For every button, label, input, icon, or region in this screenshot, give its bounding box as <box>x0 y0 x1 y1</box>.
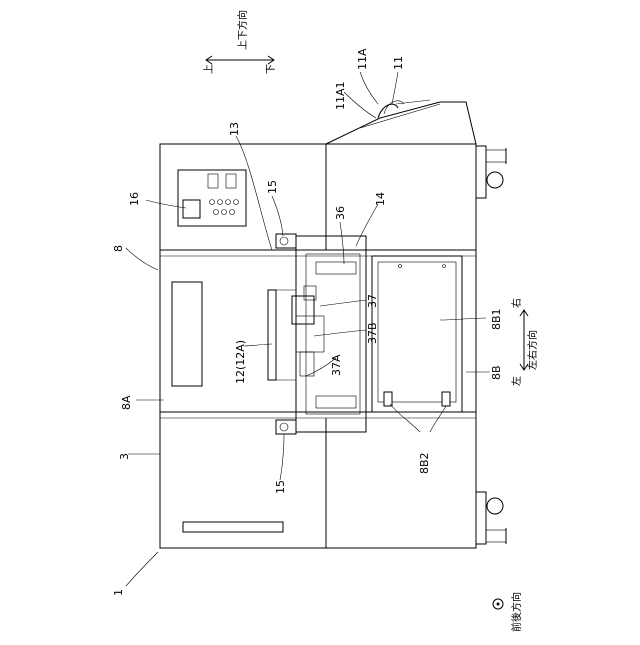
caster-top <box>476 146 506 198</box>
label-3: 3 <box>118 453 131 460</box>
label-8b2: 8B2 <box>418 452 431 474</box>
label-11a1: 11A1 <box>334 81 347 110</box>
right-label: 右 <box>510 298 523 308</box>
mold-frame <box>268 234 366 434</box>
label-14: 14 <box>374 192 387 206</box>
label-11: 11 <box>392 56 405 70</box>
label-8: 8 <box>112 245 125 252</box>
left-label: 左 <box>510 376 523 386</box>
right-door <box>372 256 462 412</box>
caster-bottom <box>476 492 506 544</box>
frontback-symbol <box>493 599 503 609</box>
updown-direction-label: 上下方向 <box>236 10 249 50</box>
attachment-housing <box>326 100 476 144</box>
frontback-direction-label: 前後方向 <box>510 592 523 632</box>
label-1: 1 <box>112 589 125 596</box>
control-panel <box>178 170 246 226</box>
label-15-bottom: 15 <box>274 480 287 494</box>
updown-arrow <box>206 56 274 64</box>
label-15-top: 15 <box>266 180 279 194</box>
up-label: 上 <box>203 64 215 74</box>
leader-lines <box>126 72 490 586</box>
label-37a: 37A <box>330 354 343 376</box>
down-label: 下 <box>266 64 277 74</box>
label-11a: 11A <box>356 48 369 70</box>
body-left-section <box>172 282 202 386</box>
label-12: 12(12A) <box>234 340 247 384</box>
label-36: 36 <box>334 206 347 220</box>
label-37: 37 <box>366 294 379 308</box>
label-16: 16 <box>128 192 141 206</box>
leftright-direction-label: 左右方向 <box>526 330 539 370</box>
leftright-arrow <box>520 310 528 370</box>
label-8a: 8A <box>120 395 133 410</box>
label-8b: 8B <box>490 365 503 380</box>
label-13: 13 <box>228 122 241 136</box>
label-8b1: 8B1 <box>490 308 503 330</box>
machine-body-outline <box>160 144 476 548</box>
bottom-slot <box>183 522 283 532</box>
label-37b: 37B <box>366 322 379 344</box>
